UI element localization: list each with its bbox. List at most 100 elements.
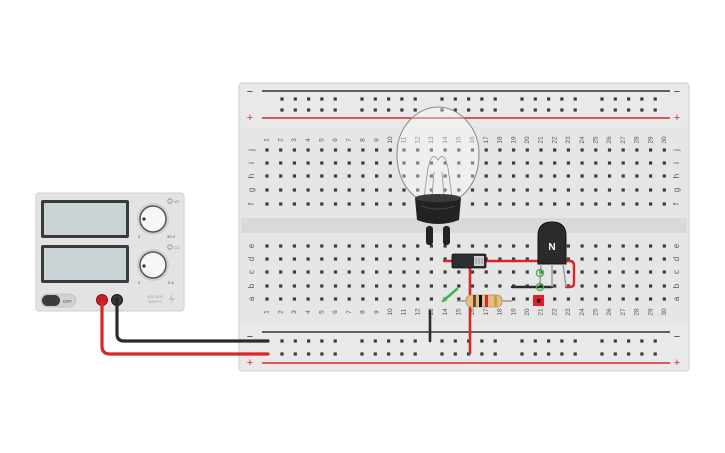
terminal-hole-i9[interactable] xyxy=(375,161,379,165)
terminal-hole-g23[interactable] xyxy=(566,188,570,192)
top-rail-minus-hole[interactable] xyxy=(293,97,297,101)
terminal-hole-b7[interactable] xyxy=(347,284,351,288)
terminal-hole-c3[interactable] xyxy=(292,270,296,274)
terminal-hole-a13[interactable] xyxy=(429,297,433,301)
bottom-rail-plus-hole[interactable] xyxy=(293,352,297,356)
terminal-hole-b11[interactable] xyxy=(402,284,406,288)
terminal-hole-d6[interactable] xyxy=(333,257,338,261)
terminal-hole-a8[interactable] xyxy=(361,297,365,301)
top-rail-minus-hole[interactable] xyxy=(440,97,444,101)
bottom-rail-minus-hole[interactable] xyxy=(453,339,457,343)
terminal-hole-f30[interactable] xyxy=(662,202,666,206)
terminal-hole-e10[interactable] xyxy=(388,244,392,248)
bottom-rail-minus-hole[interactable] xyxy=(387,339,391,343)
terminal-hole-j3[interactable] xyxy=(292,148,296,152)
top-rail-plus-hole[interactable] xyxy=(493,108,497,112)
terminal-hole-d27[interactable] xyxy=(621,257,625,261)
top-rail-minus-hole[interactable] xyxy=(640,97,644,101)
terminal-hole-b27[interactable] xyxy=(621,284,625,288)
terminal-hole-f1[interactable] xyxy=(265,202,269,206)
terminal-hole-c29[interactable] xyxy=(649,270,653,274)
terminal-hole-j8[interactable] xyxy=(361,148,365,152)
terminal-hole-g26[interactable] xyxy=(607,188,612,192)
bottom-rail-plus-hole[interactable] xyxy=(533,352,537,356)
terminal-hole-c18[interactable] xyxy=(498,270,502,274)
terminal-hole-c25[interactable] xyxy=(594,270,598,274)
terminal-hole-j22[interactable] xyxy=(553,148,557,152)
terminal-hole-g4[interactable] xyxy=(306,188,310,192)
terminal-hole-b25[interactable] xyxy=(594,284,598,288)
terminal-hole-g17[interactable] xyxy=(484,188,488,192)
terminal-hole-h27[interactable] xyxy=(621,174,625,178)
terminal-hole-h15[interactable] xyxy=(457,174,461,178)
terminal-hole-g18[interactable] xyxy=(498,188,502,192)
bottom-rail-plus-hole[interactable] xyxy=(653,352,657,356)
terminal-hole-b1[interactable] xyxy=(265,284,269,288)
terminal-hole-g14[interactable] xyxy=(443,188,447,192)
terminal-hole-j14[interactable] xyxy=(443,148,447,152)
terminal-hole-j1[interactable] xyxy=(265,148,269,152)
terminal-hole-i3[interactable] xyxy=(292,161,296,165)
terminal-hole-c6[interactable] xyxy=(333,270,338,274)
terminal-hole-c16[interactable] xyxy=(470,270,475,274)
terminal-hole-c7[interactable] xyxy=(347,270,351,274)
terminal-hole-j19[interactable] xyxy=(512,148,516,152)
terminal-hole-h7[interactable] xyxy=(347,174,351,178)
top-rail-minus-hole[interactable] xyxy=(480,97,484,101)
terminal-hole-j13[interactable] xyxy=(429,148,433,152)
bottom-rail-plus-hole[interactable] xyxy=(280,352,284,356)
terminal-hole-i8[interactable] xyxy=(361,161,365,165)
terminal-hole-i27[interactable] xyxy=(621,161,625,165)
bottom-rail-plus-hole[interactable] xyxy=(627,352,631,356)
terminal-hole-b12[interactable] xyxy=(416,284,420,288)
terminal-hole-j23[interactable] xyxy=(566,148,570,152)
top-rail-plus-hole[interactable] xyxy=(480,108,484,112)
top-rail-minus-hole[interactable] xyxy=(520,97,524,101)
terminal-hole-d29[interactable] xyxy=(649,257,653,261)
terminal-hole-d28[interactable] xyxy=(635,257,639,261)
terminal-hole-a11[interactable] xyxy=(402,297,406,301)
terminal-hole-c11[interactable] xyxy=(402,270,406,274)
terminal-hole-e12[interactable] xyxy=(416,244,420,248)
terminal-hole-a20[interactable] xyxy=(525,297,529,301)
terminal-hole-b30[interactable] xyxy=(662,284,666,288)
terminal-hole-b17[interactable] xyxy=(484,284,488,288)
bottom-rail-minus-hole[interactable] xyxy=(653,339,657,343)
terminal-hole-b3[interactable] xyxy=(292,284,296,288)
bottom-rail-minus-hole[interactable] xyxy=(533,339,537,343)
bottom-rail-minus-hole[interactable] xyxy=(280,339,284,343)
terminal-hole-b2[interactable] xyxy=(279,284,283,288)
terminal-hole-i5[interactable] xyxy=(320,161,324,165)
terminal-hole-g6[interactable] xyxy=(333,188,338,192)
npn-transistor[interactable]: N xyxy=(535,221,567,292)
terminal-hole-f3[interactable] xyxy=(292,202,296,206)
terminal-hole-c9[interactable] xyxy=(375,270,379,274)
terminal-hole-f23[interactable] xyxy=(566,202,570,206)
terminal-hole-f5[interactable] xyxy=(320,202,324,206)
terminal-hole-h6[interactable] xyxy=(333,174,338,178)
bottom-rail-minus-hole[interactable] xyxy=(413,339,417,343)
top-rail-plus-hole[interactable] xyxy=(600,108,604,112)
top-rail-minus-hole[interactable] xyxy=(307,97,311,101)
terminal-hole-a19[interactable] xyxy=(512,297,516,301)
terminal-hole-e16[interactable] xyxy=(470,244,475,248)
terminal-hole-a23[interactable] xyxy=(566,297,570,301)
terminal-hole-e15[interactable] xyxy=(457,244,461,248)
terminal-hole-h26[interactable] xyxy=(607,174,612,178)
terminal-hole-h21[interactable] xyxy=(539,174,543,178)
terminal-hole-b22[interactable] xyxy=(553,284,557,288)
terminal-hole-g24[interactable] xyxy=(580,188,584,192)
terminal-hole-j11[interactable] xyxy=(402,148,406,152)
top-rail-minus-hole[interactable] xyxy=(560,97,564,101)
bottom-rail-minus-hole[interactable] xyxy=(640,339,644,343)
top-rail-plus-hole[interactable] xyxy=(333,108,337,112)
power-supply[interactable]: VC CC 0 30 V 0 5 A OFF VOLTAGE SUPPLY xyxy=(35,192,185,312)
terminal-hole-h18[interactable] xyxy=(498,174,502,178)
terminal-hole-c17[interactable] xyxy=(484,270,488,274)
terminal-hole-h11[interactable] xyxy=(402,174,406,178)
terminal-hole-e7[interactable] xyxy=(347,244,351,248)
terminal-hole-b9[interactable] xyxy=(375,284,379,288)
terminal-hole-i21[interactable] xyxy=(539,161,543,165)
top-rail-plus-hole[interactable] xyxy=(520,108,524,112)
